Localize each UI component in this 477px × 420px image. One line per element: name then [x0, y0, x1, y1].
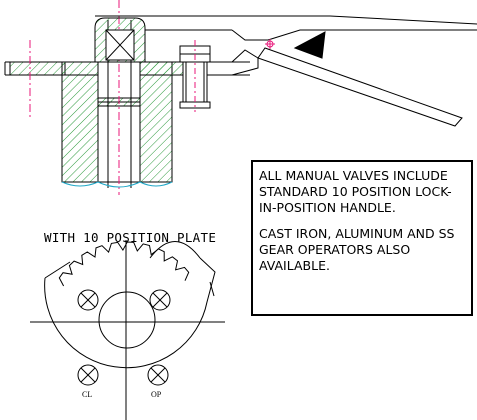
- flange-right-hatch: [139, 61, 186, 76]
- handle-hub: [94, 17, 146, 63]
- neck-right-wall: [139, 61, 173, 183]
- closed-position-label: CL: [82, 390, 93, 399]
- open-position-label: OP: [151, 390, 162, 399]
- valve-body-section: [4, 61, 250, 183]
- position-plate: [30, 240, 225, 420]
- handle-arm: [95, 15, 477, 127]
- note-handle-paragraph: ALL MANUAL VALVES INCLUDE STANDARD 10 PO…: [259, 168, 452, 215]
- lock-hole-open: [147, 364, 169, 386]
- mounting-bolt: [179, 40, 211, 112]
- neck-left-wall: [61, 61, 99, 183]
- gear-teeth: [58, 241, 190, 287]
- lock-hole-closed: [77, 364, 99, 386]
- note-gear-operators-paragraph: CAST IRON, ALUMINUM AND SS GEAR OPERATOR…: [259, 226, 455, 273]
- left-flange-hatch: [9, 61, 66, 76]
- lock-hole-upper-right: [149, 289, 171, 311]
- gear-teeth-profile: [58, 241, 190, 287]
- plate-caption: WITH 10 POSITION PLATE: [44, 230, 217, 245]
- lock-hole-upper-left: [77, 289, 99, 311]
- valve-notes-box: ALL MANUAL VALVES INCLUDE STANDARD 10 PO…: [251, 160, 473, 316]
